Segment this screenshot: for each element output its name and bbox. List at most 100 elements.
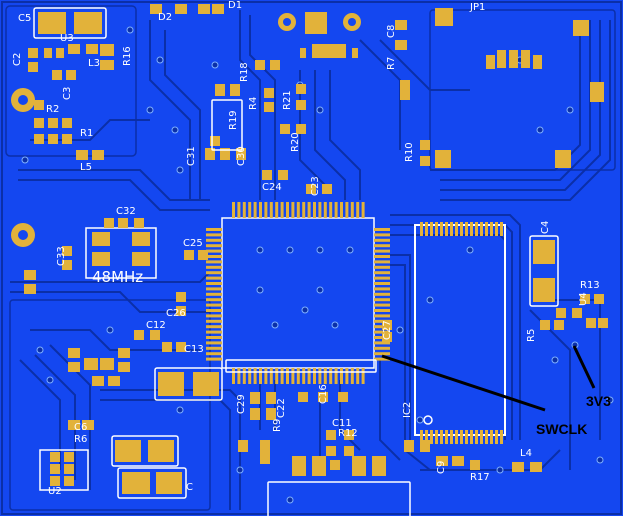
mcu-pin-pad <box>374 287 390 291</box>
label-c3: C3 <box>62 87 73 100</box>
mcu-pin-pad <box>374 309 390 312</box>
ic2-pin-pad <box>480 430 483 444</box>
ic2-pin-pad <box>445 430 448 444</box>
usb-connector <box>300 12 358 58</box>
label-c11: C11 <box>332 418 352 429</box>
mcu-pin-pad <box>374 346 390 350</box>
label-r16: R16 <box>122 46 133 66</box>
v3-leader-line <box>572 345 596 389</box>
label-r2: R2 <box>46 104 59 115</box>
label-c24: C24 <box>262 182 282 193</box>
mcu-pin-pad <box>206 238 222 242</box>
jp1-header <box>435 8 604 168</box>
mcu-pin-pad <box>264 202 268 218</box>
label-l4: L4 <box>520 448 532 459</box>
annotation-swclk: SWCLK <box>536 421 587 437</box>
mcu-pin-pad <box>264 368 268 384</box>
mcu-pin-pad <box>374 276 390 280</box>
smd-pads <box>24 4 608 476</box>
mcu-pin-pad <box>206 341 222 345</box>
mcu-pin-pad <box>356 368 360 384</box>
label-r5: R5 <box>526 329 537 342</box>
mcu-pin-pad <box>313 202 316 218</box>
mcu-pin-pad <box>206 330 222 334</box>
mcu-pin-pad <box>237 202 241 218</box>
swclk-leader-line <box>381 354 546 412</box>
ic2-pin-pad <box>465 222 468 236</box>
ic2-pin-pad <box>480 222 483 236</box>
ic2-pin-pad <box>460 222 463 236</box>
mcu-pin-pad <box>248 368 252 384</box>
ic2-pin-pad <box>420 222 423 236</box>
mcu-pin-pad <box>313 368 316 384</box>
mcu-pin-pad <box>206 357 222 361</box>
ic2-pin-pad <box>450 222 453 236</box>
ic2-pin-pad <box>450 430 453 444</box>
mcu-pin-pad <box>286 368 289 384</box>
mcu-pin-pad <box>280 368 284 384</box>
label-r6: R6 <box>74 434 87 445</box>
label-r18: R18 <box>239 62 250 82</box>
mcu-pin-pad <box>374 314 390 318</box>
ic2-pin-pad <box>425 222 428 236</box>
annotation-3v3: 3V3 <box>586 393 611 409</box>
label-r12: R12 <box>338 428 358 439</box>
mcu-pin-pad <box>374 271 390 275</box>
mcu-pin-pad <box>296 202 300 218</box>
mcu-pin-pad <box>269 202 273 218</box>
ic2-pin-pad <box>470 222 473 236</box>
mcu-pin-pad <box>275 202 279 218</box>
mcu-pin-pad <box>206 352 222 356</box>
mcu-pin-pad <box>259 202 262 218</box>
mcu-footprint <box>206 202 390 384</box>
ic2-footprint <box>414 222 506 444</box>
mcu-pin-pad <box>206 233 222 237</box>
label-r1: R1 <box>80 128 93 139</box>
mcu-pin-pad <box>206 255 222 258</box>
mcu-pin-pad <box>206 314 222 318</box>
label-r4: R4 <box>248 97 259 110</box>
label-r21: R21 <box>282 90 293 110</box>
label-d2: D2 <box>158 12 172 23</box>
mcu-pin-pad <box>206 244 222 248</box>
label-c12: C12 <box>146 320 166 331</box>
label-r9: R9 <box>272 419 283 432</box>
label-r17: R17 <box>470 472 490 483</box>
label-l5: L5 <box>80 162 92 173</box>
crystal-48mhz <box>85 227 157 279</box>
ic2-pin-pad <box>435 222 438 236</box>
mcu-pin-pad <box>242 368 246 384</box>
mcu-pin-pad <box>206 287 222 291</box>
ic2-pin-pad <box>500 430 503 444</box>
via-layer <box>21 26 614 504</box>
ic2-pin-pad <box>440 222 443 236</box>
ic2-pin-pad <box>460 430 463 444</box>
ic2-pin-pad <box>425 430 428 444</box>
mcu-pin-pad <box>206 276 222 280</box>
ic2-pin-pad <box>455 222 458 236</box>
mcu-pin-pad <box>206 319 222 323</box>
ic2-pin-pad <box>430 222 433 236</box>
mcu-pin-pad <box>345 368 349 384</box>
ic2-pin-pad <box>420 430 423 444</box>
mcu-pin-pad <box>206 298 222 302</box>
label-c25: C25 <box>183 238 203 249</box>
ic2-pin-pad <box>475 430 478 444</box>
label-crystal: 48MHz <box>92 268 143 286</box>
mcu-pin-pad <box>206 325 222 329</box>
mcu-pin-pad <box>374 255 390 258</box>
mcu-pin-pad <box>206 282 222 285</box>
mcu-pin-pad <box>334 368 338 384</box>
mcu-pin-pad <box>206 265 222 269</box>
mcu-pin-pad <box>340 368 343 384</box>
mcu-pin-pad <box>374 244 390 248</box>
mcu-pin-pad <box>361 368 365 384</box>
ic2-pin-pad <box>435 430 438 444</box>
mcu-pin-pad <box>356 202 360 218</box>
mcu-pin-pad <box>374 341 390 345</box>
label-c13: C13 <box>184 344 204 355</box>
mcu-pin-pad <box>291 368 295 384</box>
mcu-pin-pad <box>206 309 222 312</box>
through-hole-pads <box>11 13 361 247</box>
